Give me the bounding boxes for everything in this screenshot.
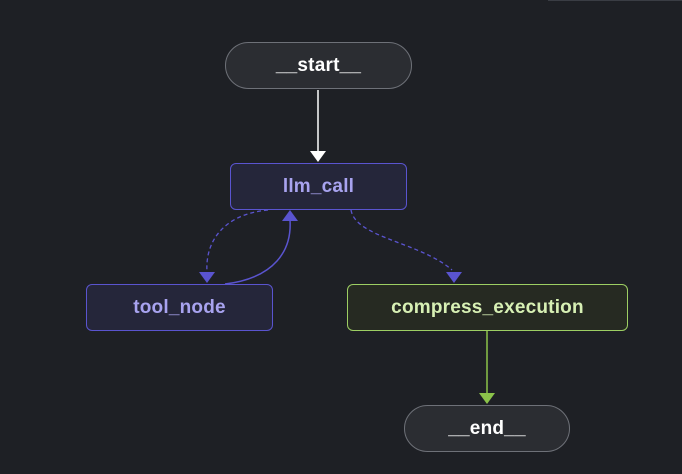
arrowhead-llm-call [310, 151, 326, 162]
node-llm-call[interactable]: llm_call [230, 163, 407, 210]
node-llm-call-label: llm_call [282, 175, 355, 197]
node-compress-execution-label: compress_execution [391, 296, 584, 318]
edge-tool-node-to-llm-call [224, 219, 291, 285]
top-divider [548, 0, 682, 1]
node-start-label: __start__ [275, 54, 362, 76]
arrowhead-end [479, 393, 495, 404]
node-end-label: __end__ [448, 417, 526, 439]
node-tool-node-label: tool_node [133, 296, 226, 318]
node-start[interactable]: __start__ [225, 42, 412, 89]
edge-llm-call-to-tool-node [206, 209, 269, 273]
node-end[interactable]: __end__ [404, 405, 570, 452]
node-tool-node[interactable]: tool_node [86, 284, 273, 331]
arrowhead-llm-call-return [282, 210, 298, 221]
node-compress-execution[interactable]: compress_execution [347, 284, 628, 331]
edge-llm-call-to-compress [350, 209, 453, 271]
arrowhead-compress [446, 272, 462, 283]
arrowhead-tool-node [199, 272, 215, 283]
